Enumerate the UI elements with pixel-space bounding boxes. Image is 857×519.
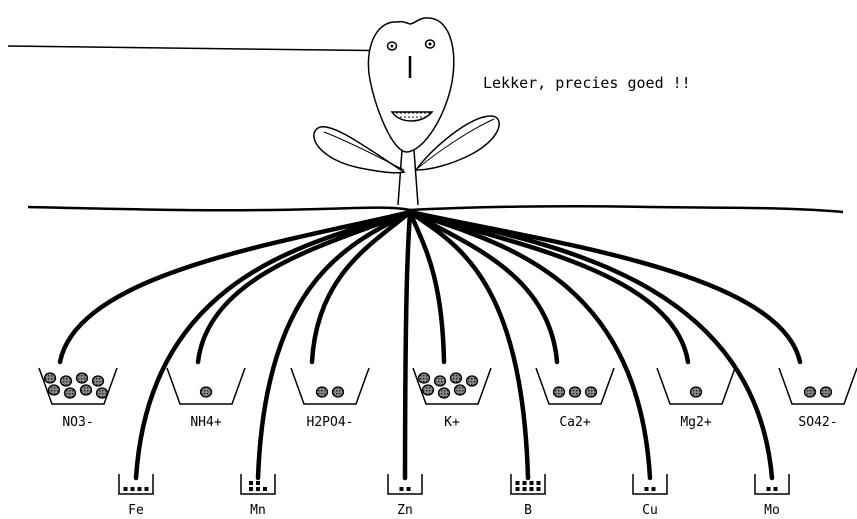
nutrient-dot	[774, 487, 778, 491]
nutrient-dot	[256, 481, 260, 485]
nutrient-granule	[423, 385, 434, 395]
nutrient-granule	[45, 373, 56, 383]
nutrient-dot	[767, 487, 771, 491]
nutrient-granule	[49, 385, 60, 395]
micro-label: Fe	[128, 503, 144, 518]
nutrient-granule	[691, 387, 702, 397]
nutrient-granule	[570, 387, 581, 397]
macro-container-h2po4: H2PO4-	[291, 368, 369, 430]
micro-label: B	[524, 503, 532, 518]
nutrient-dot	[645, 487, 649, 491]
nutrient-dot	[249, 481, 253, 485]
nutrient-granule	[821, 387, 832, 397]
nutrient-dot	[263, 487, 267, 491]
nutrient-granule	[805, 387, 816, 397]
micro-container-fe: Fe	[119, 474, 153, 518]
nutrient-dot	[516, 487, 520, 491]
root-to-cu	[410, 212, 650, 478]
pointer-line	[8, 46, 408, 75]
root-to-no3	[60, 212, 410, 362]
container-outline	[536, 368, 614, 404]
micro-container-mo: Mo	[755, 474, 789, 518]
plant-stem	[398, 150, 418, 205]
micro-container-zn: Zn	[388, 474, 422, 518]
nutrient-granule	[419, 373, 430, 383]
nutrient-dot	[537, 481, 541, 485]
macro-label: NH4+	[190, 415, 221, 430]
macro-label: H2PO4-	[307, 415, 354, 430]
macro-container-so42: SO42-	[779, 368, 857, 430]
nutrient-granule	[201, 387, 212, 397]
nutrient-granule	[77, 373, 88, 383]
nutrient-granule	[451, 373, 462, 383]
nutrient-granule	[467, 376, 478, 386]
plant	[314, 18, 499, 205]
nutrient-dot	[124, 487, 128, 491]
nutrient-granule	[61, 376, 72, 386]
nutrient-granule	[435, 376, 446, 386]
nutrient-dot	[249, 487, 253, 491]
micro-nutrient-containers: Fe Mn Zn B Cu Mo	[119, 474, 789, 518]
nutrient-dot	[145, 487, 149, 491]
macro-label: NO3-	[62, 415, 93, 430]
macro-container-ca2: Ca2+	[536, 368, 614, 430]
micro-label: Zn	[397, 503, 413, 518]
container-outline	[657, 368, 735, 404]
root-to-zn	[405, 212, 410, 478]
root-to-h2po4	[312, 212, 410, 362]
nutrient-dot	[652, 487, 656, 491]
micro-label: Mo	[764, 503, 780, 518]
root-to-mo	[410, 212, 772, 478]
macro-container-mg2: Mg2+	[657, 368, 735, 430]
macro-label: Mg2+	[680, 415, 711, 430]
nutrient-dot	[530, 481, 534, 485]
nutrient-dot	[256, 487, 260, 491]
nutrient-dot	[523, 487, 527, 491]
nutrient-granule	[554, 387, 565, 397]
nutrient-dot	[537, 487, 541, 491]
roots	[60, 212, 800, 478]
nutrient-dot	[400, 487, 404, 491]
nutrient-granule	[333, 387, 344, 397]
soil-line	[28, 206, 843, 212]
container-outline	[291, 368, 369, 404]
macro-container-k: K+	[413, 368, 491, 430]
micro-container-cu: Cu	[633, 474, 667, 518]
root-to-mn	[258, 212, 410, 478]
macro-container-no3: NO3-	[39, 368, 117, 430]
nutrient-granule	[317, 387, 328, 397]
micro-label: Mn	[250, 503, 266, 518]
micro-label: Cu	[642, 503, 658, 518]
nutrient-granule	[81, 385, 92, 395]
nutrient-dot	[407, 487, 411, 491]
container-outline	[779, 368, 857, 404]
speech-text: Lekker, precies goed !!	[483, 74, 691, 92]
nutrient-granule	[586, 387, 597, 397]
nutrient-dot	[530, 487, 534, 491]
nutrient-granule	[93, 376, 104, 386]
nutrient-granule	[97, 388, 108, 398]
macro-label: SO42-	[798, 415, 837, 430]
nutrient-granule	[439, 388, 450, 398]
macro-label: K+	[444, 415, 460, 430]
nutrient-dot	[138, 487, 142, 491]
nutrient-dot	[516, 481, 520, 485]
nutrient-dot	[523, 481, 527, 485]
nutrient-granule	[455, 385, 466, 395]
macro-container-nh4: NH4+	[167, 368, 245, 430]
smiling-head	[368, 18, 453, 152]
micro-container-b: B	[511, 474, 545, 518]
micro-container-mn: Mn	[241, 474, 275, 518]
container-outline	[167, 368, 245, 404]
nutrient-dot	[131, 487, 135, 491]
nutrient-granule	[65, 388, 76, 398]
macro-label: Ca2+	[559, 415, 590, 430]
root-to-fe	[136, 212, 410, 478]
